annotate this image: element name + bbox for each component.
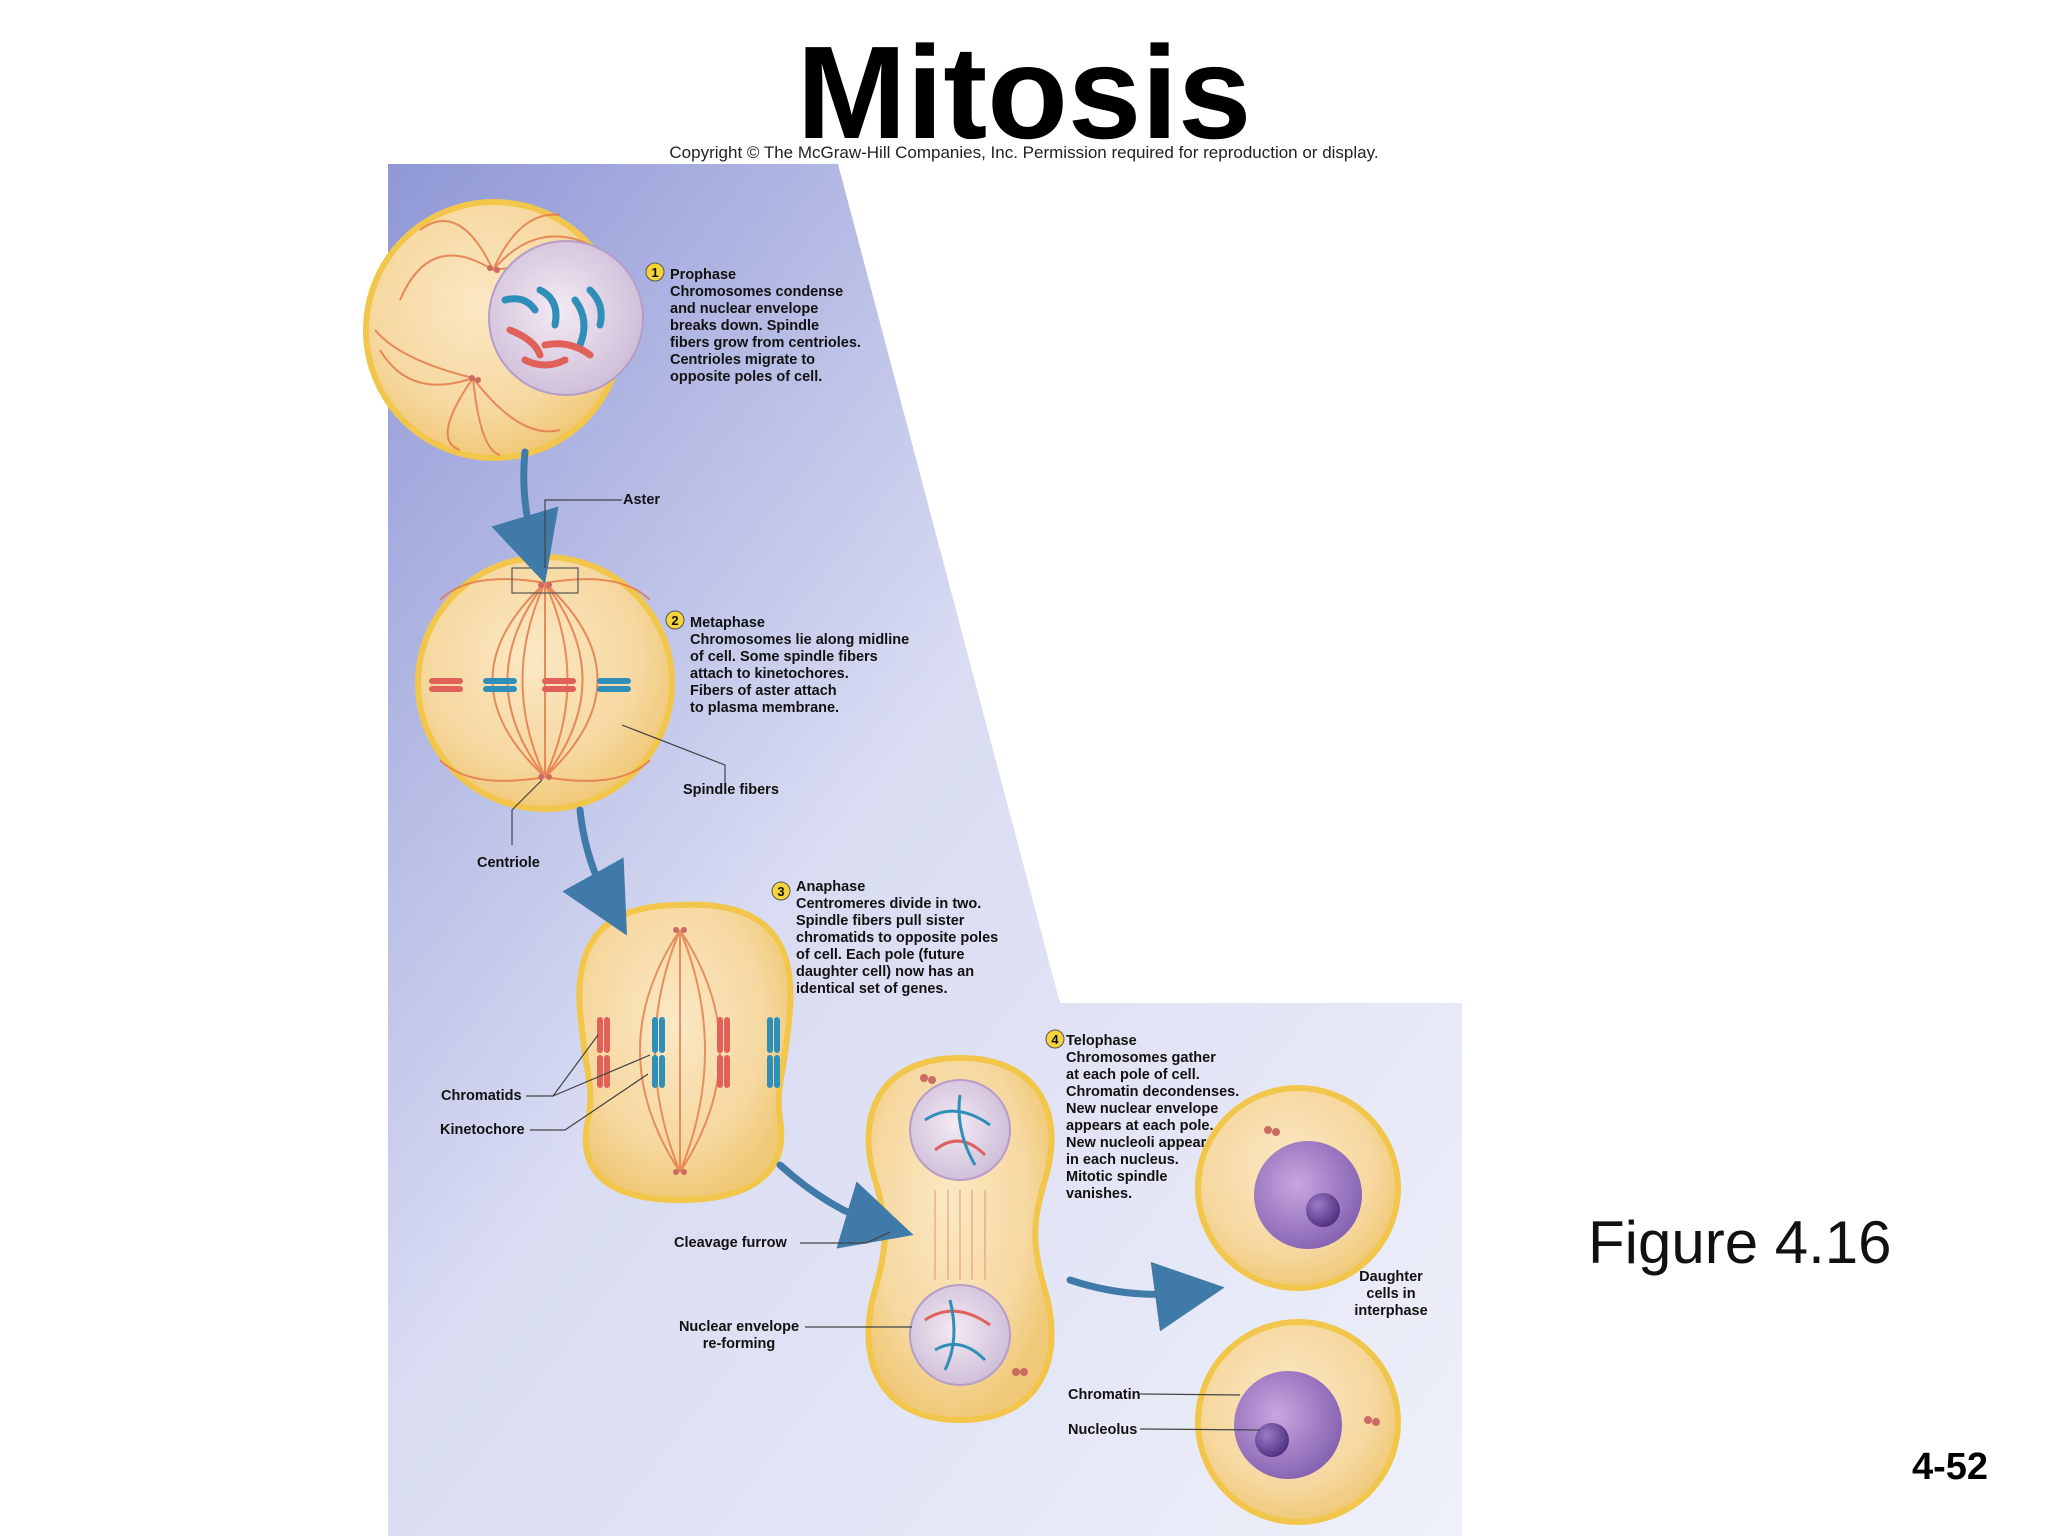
metaphase-name: Metaphase	[690, 615, 765, 631]
prophase-line-1: Chromosomes condense	[670, 284, 843, 300]
anaphase-name: Anaphase	[796, 879, 865, 895]
nucleolus-leader-line	[1139, 1428, 1261, 1431]
kinetochore-label: Kinetochore	[440, 1122, 525, 1138]
step-number-2: 2	[671, 613, 678, 628]
step-badge-3: 3	[771, 881, 791, 901]
prophase-line-6: opposite poles of cell.	[670, 369, 822, 385]
anaphase-line-6: identical set of genes.	[796, 981, 948, 997]
nuclear-envelope-label-line-1: Nuclear envelope	[679, 1319, 799, 1335]
step-badge-1: 1	[645, 262, 665, 282]
telophase-line-3: Chromatin decondenses.	[1066, 1084, 1239, 1100]
metaphase-description: Metaphase Chromosomes lie along midline …	[690, 615, 909, 716]
prophase-name: Prophase	[670, 267, 736, 283]
telophase-line-8: Mitotic spindle	[1066, 1169, 1168, 1185]
figure-label: Figure 4.16	[1588, 1209, 1892, 1276]
telophase-line-9: vanishes.	[1066, 1186, 1132, 1202]
daughter-cells-label-line-1: Daughter	[1359, 1269, 1423, 1285]
chromatin-label: Chromatin	[1068, 1387, 1141, 1403]
step-number-4: 4	[1051, 1032, 1059, 1047]
prophase-line-5: Centrioles migrate to	[670, 352, 815, 368]
cleavage-furrow-label: Cleavage furrow	[674, 1235, 788, 1251]
telophase-line-4: New nuclear envelope	[1066, 1101, 1218, 1117]
prophase-line-3: breaks down. Spindle	[670, 318, 819, 334]
daughter-cell-top	[1195, 1085, 1401, 1291]
arrow-metaphase-to-anaphase	[562, 806, 627, 936]
metaphase-cell	[415, 554, 675, 812]
arrow-telophase-to-daughters	[1066, 1261, 1225, 1332]
cleavage-furrow-leader-line	[800, 1231, 891, 1244]
metaphase-line-1: Chromosomes lie along midline	[690, 632, 909, 648]
metaphase-line-3: attach to kinetochores.	[690, 666, 849, 682]
spindle-fibers-label: Spindle fibers	[683, 782, 779, 798]
anaphase-line-2: Spindle fibers pull sister	[796, 913, 965, 929]
anaphase-cell	[576, 901, 794, 1204]
spindle-fibers-leader-line	[621, 724, 726, 785]
centriole-leader-line	[511, 779, 543, 845]
chromatin-leader-line	[1139, 1393, 1241, 1396]
telophase-line-1: Chromosomes gather	[1066, 1050, 1216, 1066]
centriole-label: Centriole	[477, 855, 540, 871]
metaphase-line-2: of cell. Some spindle fibers	[690, 649, 878, 665]
telophase-line-2: at each pole of cell.	[1066, 1067, 1200, 1083]
step-badge-4: 4	[1045, 1029, 1065, 1049]
slide-number: 4-52	[1912, 1446, 1989, 1488]
telophase-line-5: appears at each pole.	[1066, 1118, 1213, 1134]
slide-title: Mitosis	[796, 19, 1252, 166]
daughter-cell-bottom	[1195, 1319, 1401, 1525]
prophase-line-4: fibers grow from centrioles.	[670, 335, 861, 351]
anaphase-line-1: Centromeres divide in two.	[796, 896, 981, 912]
chromatids-label: Chromatids	[441, 1088, 522, 1104]
nucleolus-label: Nucleolus	[1068, 1422, 1137, 1438]
aster-label: Aster	[623, 492, 660, 508]
anaphase-line-5: daughter cell) now has an	[796, 964, 974, 980]
nuclear-envelope-label-line-2: re-forming	[703, 1336, 776, 1352]
daughter-cells-label-line-3: interphase	[1354, 1303, 1427, 1319]
telophase-name: Telophase	[1066, 1033, 1137, 1049]
telophase-line-7: in each nucleus.	[1066, 1152, 1179, 1168]
telophase-description: Telophase Chromosomes gather at each pol…	[1066, 1033, 1239, 1202]
step-number-3: 3	[777, 884, 784, 899]
telophase-line-6: New nucleoli appear	[1066, 1135, 1207, 1151]
anaphase-line-3: chromatids to opposite poles	[796, 930, 998, 946]
copyright-notice: Copyright © The McGraw-Hill Companies, I…	[669, 143, 1379, 162]
arrow-anaphase-to-telophase	[776, 1161, 914, 1249]
anaphase-description: Anaphase Centromeres divide in two. Spin…	[796, 879, 998, 997]
step-number-1: 1	[651, 265, 658, 280]
telophase-cell	[865, 1054, 1055, 1424]
prophase-line-2: and nuclear envelope	[670, 301, 818, 317]
chromatids-leader-line	[526, 1034, 651, 1097]
step-badge-2: 2	[665, 610, 685, 630]
prophase-description: Prophase Chromosomes condense and nuclea…	[670, 267, 861, 385]
aster-leader-line	[544, 499, 622, 568]
arrow-prophase-to-metaphase	[491, 448, 559, 584]
metaphase-line-4: Fibers of aster attach	[690, 683, 837, 699]
daughter-cells-label-line-2: cells in	[1366, 1286, 1415, 1302]
metaphase-line-5: to plasma membrane.	[690, 700, 839, 716]
anaphase-line-4: of cell. Each pole (future	[796, 947, 964, 963]
prophase-cell	[363, 199, 644, 461]
kinetochore-leader-line	[530, 1073, 649, 1131]
